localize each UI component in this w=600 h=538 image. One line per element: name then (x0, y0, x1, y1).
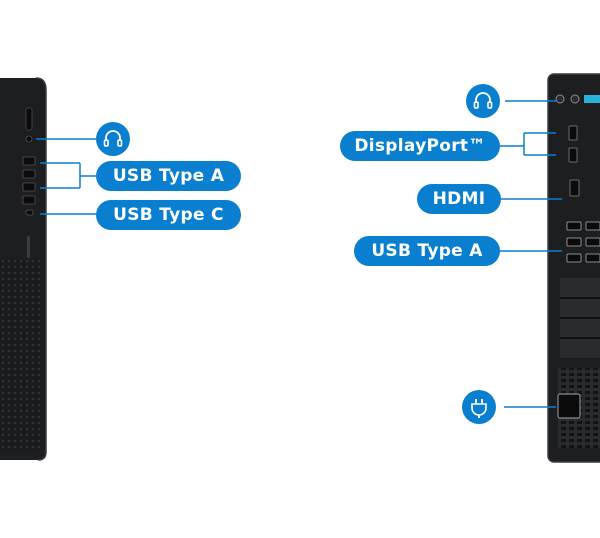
power-button (27, 236, 30, 258)
rear-usb-a-port (566, 253, 582, 263)
headset-icon (466, 84, 500, 118)
power-plug-icon (462, 390, 496, 424)
label-rear-hdmi: HDMI (417, 184, 501, 214)
label-rear-displayport: DisplayPort™ (340, 131, 500, 161)
rear-displayport-port (568, 147, 578, 163)
front-usb-c-port (25, 209, 34, 216)
rear-chassis (547, 73, 600, 463)
rear-usb-a-port (566, 237, 582, 247)
card-reader-slot (25, 107, 33, 131)
front-audio-jack (25, 135, 33, 143)
label-front-usb-type-a: USB Type A (96, 161, 241, 191)
front-mesh (0, 260, 40, 450)
rear-displayport-port (568, 125, 578, 141)
rear-power-socket (557, 393, 581, 419)
rear-usb-a-port (566, 221, 582, 231)
headset-icon (96, 122, 130, 156)
front-usb-a-port (22, 182, 36, 192)
front-leader-lines (36, 138, 96, 215)
front-usb-a-port (22, 156, 36, 166)
label-front-usb-type-c: USB Type C (96, 200, 241, 230)
front-usb-a-port (22, 195, 36, 205)
rear-audio-jack (555, 94, 565, 104)
label-rear-usb-type-a: USB Type A (354, 236, 500, 266)
front-usb-a-port (22, 169, 36, 179)
rear-hdmi-port (569, 179, 580, 197)
front-chassis (0, 77, 47, 461)
